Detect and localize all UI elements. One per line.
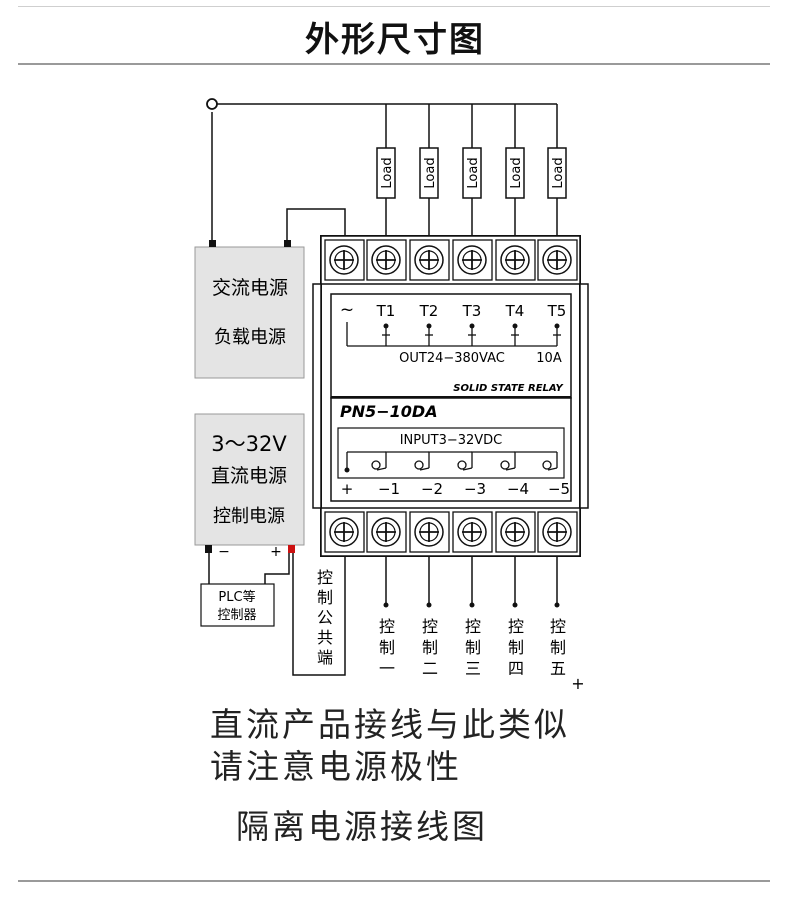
dc-negative-terminal	[205, 545, 212, 553]
terminal-in1	[366, 511, 407, 553]
load-2: Load	[419, 147, 439, 199]
input-common-dot	[344, 467, 350, 473]
terminal-ac	[324, 239, 365, 281]
input-switch-symbols	[346, 451, 558, 471]
bottom-divider	[18, 880, 770, 882]
dc-positive-terminal	[288, 545, 295, 553]
load-3-label: Load	[466, 157, 481, 188]
common-terminal-label: 控 制 公 共 端	[317, 568, 333, 667]
control-5-char: 五	[550, 659, 566, 678]
dc-supply-title: 直流电源	[211, 465, 287, 487]
top-terminals	[324, 239, 578, 281]
control-4-char: 制	[508, 638, 524, 657]
control-5-char: 制	[550, 638, 566, 657]
input-switch-circles	[371, 460, 552, 470]
common-label-char: 控	[317, 568, 333, 587]
output-t1-label: T1	[376, 302, 396, 320]
relay-brand-text: SOLID STATE RELAY	[453, 383, 564, 394]
output-current-rating: 10A	[536, 351, 562, 366]
input-5-label: −5	[548, 480, 570, 498]
plc-label-line1: PLC等	[218, 589, 255, 605]
ac-power-supply: 交流电源 负载电源	[194, 240, 305, 379]
terminal-t5	[537, 239, 578, 281]
load-2-label: Load	[423, 157, 438, 188]
dc-supply-voltage: 3～32V	[211, 432, 287, 456]
dc-wiring-note: 直流产品接线与此类似	[210, 705, 570, 744]
plc-label-line2: 控制器	[217, 608, 256, 623]
control-2-char: 二	[422, 659, 438, 678]
control-1-char: 一	[379, 659, 395, 678]
input-3-label: −3	[464, 480, 486, 498]
title-divider	[18, 63, 770, 65]
diagram-caption: 隔离电源接线图	[236, 807, 488, 846]
load-5: Load	[547, 147, 567, 199]
load-1: Load	[376, 147, 396, 199]
input-1-label: −1	[378, 480, 400, 498]
input-plus-label: +	[341, 480, 354, 498]
control-2-char: 制	[422, 638, 438, 657]
common-label-char: 端	[317, 648, 333, 667]
output-contact-dots	[383, 323, 560, 329]
control-labels: 控 制 一 控 制 二 控 制 三 控 制 四 控 制 五	[379, 617, 566, 678]
dc-wiring	[208, 553, 558, 676]
terminal-in4	[495, 511, 536, 553]
output-voltage-spec: OUT24−380VAC	[399, 351, 505, 366]
page-title: 外形尺寸图	[305, 20, 485, 60]
control-3-char: 控	[465, 617, 481, 636]
control-1-char: 制	[379, 638, 395, 657]
input-2-label: −2	[421, 480, 443, 498]
dc-supply-subtitle: 控制电源	[213, 506, 285, 527]
output-t2-label: T2	[419, 302, 439, 320]
dc-power-supply: 3～32V 直流电源 控制电源 − +	[194, 413, 305, 560]
top-edge-line	[18, 6, 770, 7]
plc-controller: PLC等 控制器	[200, 583, 275, 627]
common-label-char: 公	[317, 608, 333, 627]
terminal-in5	[537, 511, 578, 553]
output-t5-label: T5	[547, 302, 567, 320]
ac-supply-title: 交流电源	[212, 277, 288, 299]
control-plus-sign: +	[571, 674, 584, 693]
ac-wiring	[211, 103, 558, 243]
common-label-char: 制	[317, 588, 333, 607]
terminal-in3	[452, 511, 493, 553]
dc-minus-sign: −	[218, 544, 230, 560]
ac-supply-subtitle: 负载电源	[214, 327, 286, 348]
control-4-char: 四	[508, 659, 524, 678]
input-voltage-spec: INPUT3−32VDC	[400, 433, 503, 448]
terminal-t1	[366, 239, 407, 281]
output-t4-label: T4	[505, 302, 525, 320]
relay-model: PN5−10DA	[340, 402, 438, 421]
terminal-plus	[324, 511, 365, 553]
control-5-char: 控	[550, 617, 566, 636]
load-resistors: Load Load Load Load Load	[376, 147, 567, 199]
solid-state-relay	[312, 235, 589, 557]
load-5-label: Load	[551, 157, 566, 188]
terminal-t3	[452, 239, 493, 281]
control-3-char: 制	[465, 638, 481, 657]
ac-tilde-label: ~	[340, 300, 354, 320]
input-panel: PN5−10DA INPUT3−32VDC + −1 −2 −3 −4	[340, 402, 570, 498]
output-t3-label: T3	[462, 302, 482, 320]
load-1-label: Load	[380, 157, 395, 188]
control-1-char: 控	[379, 617, 395, 636]
common-label-char: 共	[317, 628, 333, 647]
dc-plus-sign: +	[270, 544, 282, 560]
control-2-char: 控	[422, 617, 438, 636]
control-4-char: 控	[508, 617, 524, 636]
output-switch-symbols	[346, 322, 561, 347]
bottom-terminals	[324, 511, 578, 553]
terminal-t4	[495, 239, 536, 281]
polarity-note: 请注意电源极性	[210, 747, 462, 786]
control-end-dots	[383, 602, 560, 608]
load-4-label: Load	[509, 157, 524, 188]
input-4-label: −4	[507, 480, 529, 498]
control-3-char: 三	[465, 659, 481, 678]
load-3: Load	[462, 147, 482, 199]
output-panel: ~ T1 T2 T3 T4 T5 OUT24−380VAC 10A SOLID …	[340, 300, 566, 394]
load-4: Load	[505, 147, 525, 199]
terminal-in2	[409, 511, 450, 553]
terminal-t2	[409, 239, 450, 281]
ac-line-terminal	[206, 98, 218, 110]
